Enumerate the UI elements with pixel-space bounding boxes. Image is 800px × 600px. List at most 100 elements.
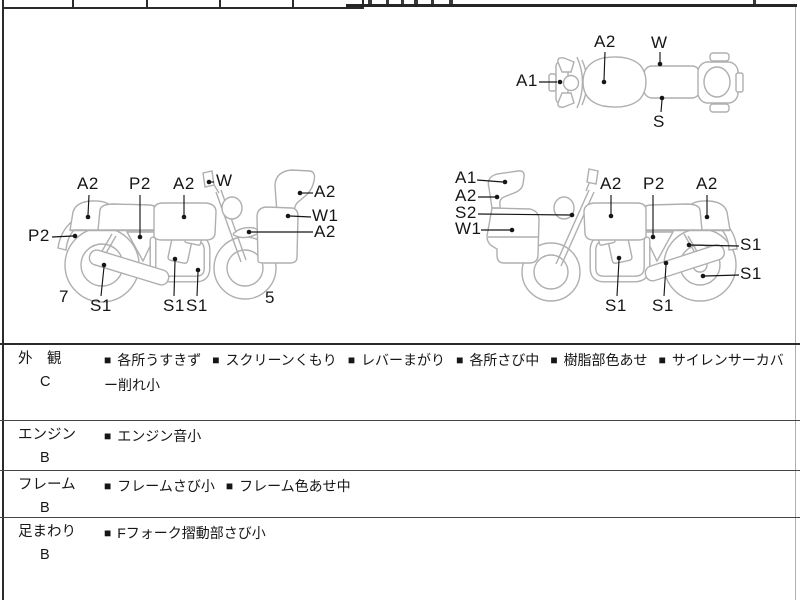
mirror-right (557, 92, 575, 108)
condition-grade: B (40, 500, 50, 516)
marker-dot (686, 242, 692, 248)
seat (97, 203, 161, 231)
condition-label-cell: エンジン B (0, 421, 104, 470)
part-label: S (653, 112, 665, 131)
part-label: W (651, 33, 668, 52)
headlight (553, 196, 575, 220)
windscreen-detached (487, 170, 525, 209)
windscreen-detached (274, 169, 316, 214)
part-label: A2 (600, 174, 622, 193)
part-label: S1 (740, 235, 762, 254)
front-fork (555, 189, 590, 265)
mirror-left (557, 57, 575, 73)
part-label: S1 (90, 296, 112, 315)
marker-dot (172, 256, 178, 262)
part-label: W1 (455, 219, 482, 238)
condition-item: ■Fフォーク摺動部さび小 (104, 525, 266, 541)
marker-dot (700, 273, 706, 279)
marker-dot (502, 179, 508, 185)
fuel-tank-top (582, 56, 647, 108)
cutoff-text-fragment (386, 0, 389, 4)
marker-dot (85, 214, 91, 220)
motorcycle-top-view-drawing (548, 52, 744, 113)
condition-category: 足まわり (18, 524, 76, 540)
part-label: A1 (516, 71, 538, 90)
condition-category: フレーム (18, 477, 76, 493)
condition-item: ■各所さび中 (456, 352, 540, 368)
part-label: S1 (186, 296, 208, 315)
condition-item: ■スクリーンくもり (212, 352, 337, 368)
sheet-left-border (2, 0, 4, 600)
condition-item: ■フレーム色あせ中 (225, 478, 351, 494)
marker-dot (608, 213, 614, 219)
mirror (202, 170, 215, 188)
marker-dot (601, 79, 607, 85)
condition-label-cell: 外 観 C (0, 345, 104, 420)
condition-table: 外 観 C ■各所うすきず■スクリーンくもり■レバーまがり■各所さび中■樹脂部色… (0, 343, 800, 598)
motorcycle-right-view-drawing (486, 168, 738, 302)
front-cowl-detached (256, 206, 299, 264)
marker-dot (494, 194, 500, 200)
marker-dot (181, 214, 187, 220)
marker-dot (137, 234, 143, 240)
condition-items: ■エンジン音小 (104, 421, 800, 470)
part-label: P2 (129, 174, 151, 193)
part-label: A2 (455, 186, 477, 205)
part-label: A2 (173, 174, 195, 193)
marker-dot (195, 267, 201, 273)
part-label: S1 (605, 296, 627, 315)
mirror (586, 168, 599, 185)
fuel-tank (153, 202, 217, 241)
condition-category: エンジン (18, 427, 76, 443)
marker-dot (246, 229, 252, 235)
leader-lines (51, 51, 740, 297)
part-label: S1 (163, 296, 185, 315)
marker-dot (704, 214, 710, 220)
part-label: W (216, 171, 233, 190)
bullet-icon: ■ (658, 353, 666, 367)
header-bottom-border-thick (346, 4, 797, 8)
cutoff-text-fragment (401, 0, 404, 4)
condition-items: ■各所うすきず■スクリーンくもり■レバーまがり■各所さび中■樹脂部色あせ■サイレ… (104, 345, 800, 420)
condition-row: 足まわり B ■Fフォーク摺動部さび小 (0, 518, 800, 598)
front-fender-detached (232, 226, 259, 239)
tail-inner (703, 66, 731, 98)
condition-grade: B (40, 450, 50, 466)
tread-depth-value: 7 (59, 287, 69, 306)
condition-row: エンジン B ■エンジン音小 (0, 421, 800, 471)
part-label: S1 (652, 296, 674, 315)
condition-row: フレーム B ■フレームさび小■フレーム色あせ中 (0, 471, 800, 518)
header-cell-divider (146, 0, 148, 7)
header-bottom-border (2, 7, 364, 9)
bullet-icon: ■ (104, 479, 112, 493)
condition-grade: B (40, 547, 50, 563)
headlight (221, 196, 243, 220)
condition-row: 外 観 C ■各所うすきず■スクリーンくもり■レバーまがり■各所さび中■樹脂部色… (0, 345, 800, 421)
marker-dot (206, 179, 212, 185)
grab-rail-right (709, 103, 730, 113)
cutoff-text-fragment (431, 0, 434, 4)
marker-dot (72, 233, 78, 239)
header-cell-divider (72, 0, 74, 7)
front-rim (533, 254, 569, 290)
part-label: A2 (594, 32, 616, 51)
marker-dot (659, 95, 665, 101)
bullet-icon: ■ (347, 353, 356, 367)
marker-dot (297, 190, 303, 196)
bullet-icon: ■ (212, 353, 220, 367)
marker-dot (663, 260, 669, 266)
bullet-icon: ■ (104, 526, 112, 540)
condition-label-cell: 足まわり B (0, 518, 104, 598)
condition-category: 外 観 (18, 351, 62, 367)
condition-items: ■Fフォーク摺動部さび小 (104, 518, 800, 598)
bullet-icon: ■ (225, 479, 234, 493)
cutoff-text-fragment (414, 0, 418, 4)
bullet-icon: ■ (104, 353, 112, 367)
condition-item: ■各所うすきず (104, 352, 202, 368)
part-label: A1 (455, 168, 477, 187)
frame-cradle (590, 235, 650, 282)
front-wheel (521, 242, 581, 302)
motorcycle-left-view-drawing (57, 169, 316, 303)
marker-dot (101, 262, 107, 268)
